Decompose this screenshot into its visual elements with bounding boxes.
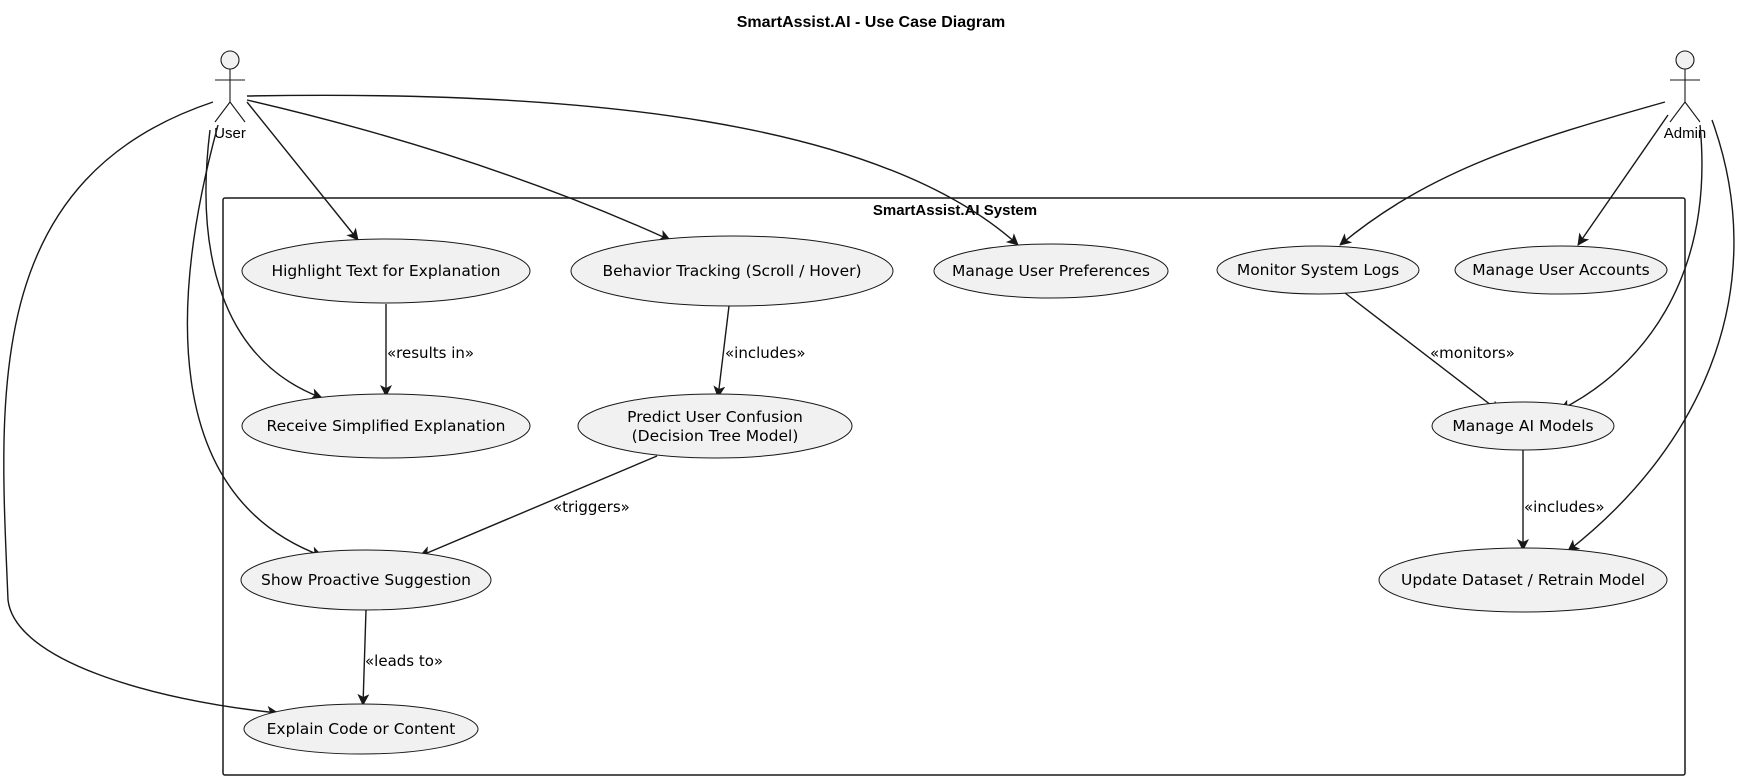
use-case-proactive[interactable]: Show Proactive Suggestion [240, 549, 492, 611]
use-case-simplified-label: Receive Simplified Explanation [267, 417, 506, 435]
use-case-models[interactable]: Manage AI Models [1431, 401, 1615, 451]
use-case-dataset[interactable]: Update Dataset / Retrain Model [1378, 547, 1668, 613]
use-case-accounts-label: Manage User Accounts [1472, 261, 1649, 279]
relation-label-leads-to: «leads to» [365, 652, 443, 670]
use-case-predict-label-line2: (Decision Tree Model) [632, 427, 799, 445]
edge-admin-dataset [1567, 119, 1735, 552]
edge-user-explain [3, 101, 279, 718]
edge-admin-logs [1339, 101, 1666, 246]
use-case-highlight-label: Highlight Text for Explanation [271, 262, 500, 280]
use-case-dataset-label: Update Dataset / Retrain Model [1401, 571, 1645, 589]
actor-user-leg-right [229, 101, 246, 123]
edge-user-proactive [186, 124, 323, 558]
use-case-accounts[interactable]: Manage User Accounts [1454, 245, 1668, 295]
use-case-explain-label: Explain Code or Content [267, 720, 456, 738]
actor-user[interactable]: User [214, 50, 246, 142]
use-case-predict[interactable]: Predict User Confusion (Decision Tree Mo… [577, 393, 853, 459]
relation-label-results-in: «results in» [387, 344, 474, 362]
actor-admin-leg-left [1669, 101, 1686, 123]
actor-admin-label: Admin [1664, 125, 1707, 142]
relation-label-includes-predict: «includes» [725, 344, 806, 362]
use-case-logs-label: Monitor System Logs [1237, 261, 1399, 279]
use-case-explain[interactable]: Explain Code or Content [243, 703, 479, 755]
relation-label-includes-dataset: «includes» [1524, 498, 1605, 516]
actor-admin[interactable]: Admin [1664, 50, 1707, 142]
edge-admin-models [1559, 124, 1703, 411]
actor-user-label: User [214, 125, 246, 142]
relation-label-triggers: «triggers» [553, 498, 630, 516]
actor-admin-leg-right [1684, 101, 1701, 123]
actor-user-head [220, 50, 240, 70]
edge-user-highlight [246, 101, 359, 241]
edge-user-simplified [205, 129, 323, 400]
use-case-simplified[interactable]: Receive Simplified Explanation [241, 393, 531, 459]
relation-label-monitors: «monitors» [1430, 344, 1515, 362]
edge-user-preferences [246, 94, 1019, 246]
edge-predict-proactive [419, 455, 658, 558]
use-case-highlight[interactable]: Highlight Text for Explanation [241, 238, 531, 304]
use-case-behavior-label: Behavior Tracking (Scroll / Hover) [602, 262, 861, 280]
actor-admin-head [1675, 50, 1695, 70]
actor-user-leg-left [214, 101, 231, 123]
use-case-models-label: Manage AI Models [1452, 417, 1593, 435]
edge-behavior-predict [713, 305, 730, 398]
edge-logs-models [1344, 292, 1501, 413]
use-case-logs[interactable]: Monitor System Logs [1216, 245, 1420, 295]
use-case-proactive-label: Show Proactive Suggestion [261, 571, 471, 589]
edge-user-behavior [246, 99, 671, 241]
use-case-predict-label-line1: Predict User Confusion [627, 408, 803, 426]
use-case-behavior[interactable]: Behavior Tracking (Scroll / Hover) [570, 235, 894, 307]
edge-proactive-explain [357, 609, 370, 706]
edge-admin-accounts [1577, 114, 1669, 246]
system-boundary [222, 197, 1686, 776]
use-case-preferences[interactable]: Manage User Preferences [933, 243, 1169, 299]
use-case-preferences-label: Manage User Preferences [952, 262, 1150, 280]
system-boundary-title: SmartAssist.AI System [873, 202, 1037, 219]
diagram-title: SmartAssist.AI - Use Case Diagram [737, 14, 1006, 31]
